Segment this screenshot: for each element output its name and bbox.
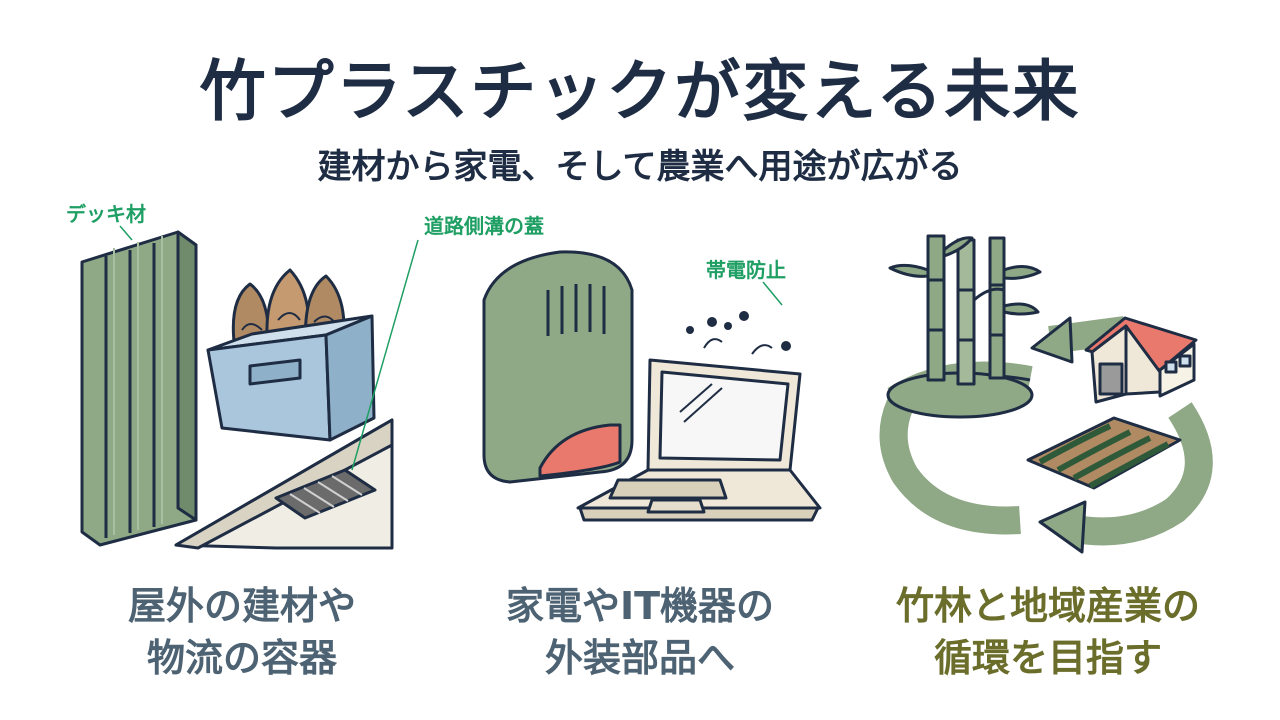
decking-board-icon (80, 230, 198, 547)
laptop-icon (576, 358, 822, 522)
decking-leader-line (119, 225, 133, 241)
caption-panel-2-line-1: 家電やIT機器の (505, 584, 775, 628)
bamboo-grove-icon (888, 234, 1042, 386)
farm-field-icon (1026, 416, 1182, 490)
caption-panel-3-line-2: 循環を目指す (933, 636, 1162, 680)
caption-panel-1-line-2: 物流の容器 (146, 636, 337, 680)
gutter-leader-line (351, 239, 419, 471)
caption-panel-3: 竹林と地域産業の 循環を目指す (848, 580, 1248, 684)
caption-panel-1: 屋外の建材や 物流の容器 (42, 580, 442, 684)
antistatic-leader-line (762, 281, 783, 306)
label-gutter-cover: 道路側溝の蓋 (424, 214, 544, 238)
caption-panel-2: 家電やIT機器の 外装部品へ (440, 580, 840, 684)
static-particles-icon (686, 311, 791, 355)
label-decking: デッキ材 (66, 202, 146, 226)
appliance-housing-icon (482, 250, 634, 484)
crate-icon (206, 314, 376, 442)
caption-panel-2-line-2: 外装部品へ (544, 636, 735, 680)
page-title: 竹プラスチックが変える未来 (199, 53, 1081, 130)
caption-panel-1-line-1: 屋外の建材や (127, 584, 356, 628)
label-antistatic: 帯電防止 (706, 258, 786, 282)
house-icon (1084, 316, 1198, 404)
page-subtitle: 建材から家電、そして農業へ用途が広がる (317, 147, 963, 187)
caption-panel-3-line-1: 竹林と地域産業の (895, 584, 1200, 628)
gutter-cover-icon (174, 418, 394, 550)
